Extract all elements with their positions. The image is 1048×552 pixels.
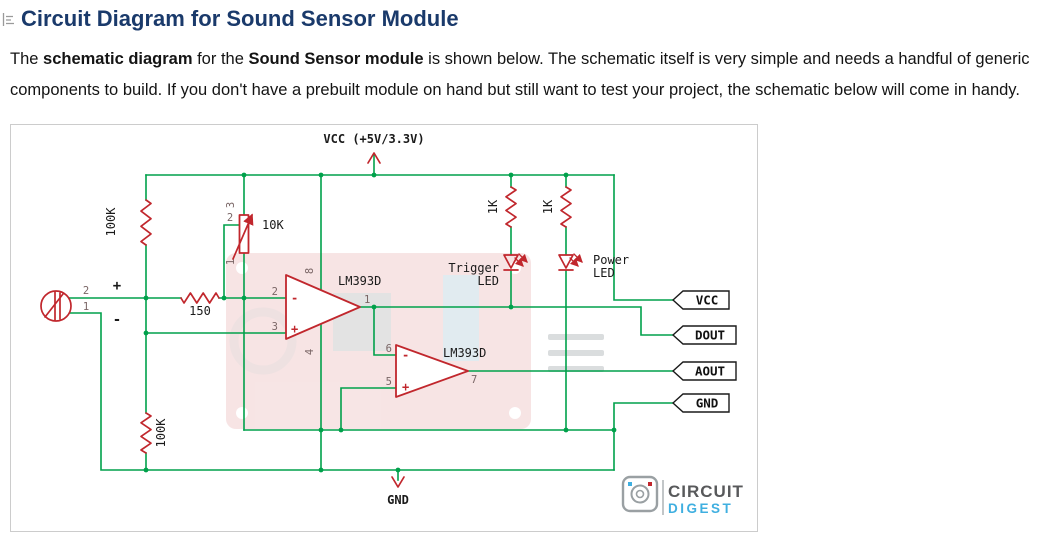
circuitdigest-logo: CIRCUIT DIGEST [621,475,744,516]
opamp2-pin5-label: 5 [386,376,392,388]
gnd-label: GND [387,493,409,507]
resistor-100k-bottom-label: 100K [154,418,168,448]
opamp1-pin4-label: 4 [304,349,316,355]
pcb-ghost-pins [548,334,604,372]
resistor-100k-top-label: 100K [104,207,118,237]
connector-aout-label: AOUT [695,364,725,379]
sound-sensor-schematic: VCC DOUT AOUT GND VCC (+5V/3.3V) GND 100… [40,132,744,516]
microphone-symbol [40,290,72,322]
resistor-150-label: 150 [189,304,211,318]
connector-gnd: GND [671,393,730,413]
connector-vcc: VCC [671,290,730,310]
opamp1-plus-sign: + [291,322,298,336]
pot-pin3-label: 3 [225,202,237,208]
chip-icon [621,475,659,513]
pot-pin1-label: 1 [225,259,237,265]
pot-pin2-label: 2 [227,212,233,224]
power-led-label-1: Power [593,253,629,267]
opamp2-pin6-label: 6 [386,343,392,355]
connector-dout: DOUT [671,325,737,345]
resistor-1k-trigger-symbol [505,186,517,228]
logo-text-circuit: CIRCUIT [668,482,744,501]
connector-dout-label: DOUT [695,328,725,343]
gnd-arrow-icon [391,476,405,488]
resistor-1k-trigger-label: 1K [486,199,500,214]
intro-seg1: The [10,50,44,68]
opamp2-pin7-label: 7 [471,374,477,386]
connector-gnd-label: GND [696,396,719,411]
trigger-led-label-1: Trigger [448,261,499,275]
opamp1-label: LM393D [338,274,381,288]
schematic-figure: VCC DOUT AOUT GND VCC (+5V/3.3V) GND 100… [10,124,758,532]
intro-bold2: Sound Sensor module [248,50,424,68]
intro-bold1: schematic diagram [43,50,193,68]
mic-minus-sign: - [113,312,121,328]
resistor-100k-bottom-symbol [140,412,152,454]
opamp1-minus-sign: - [291,291,298,305]
opamp2-plus-sign: + [402,380,409,394]
intro-seg2: for the [192,50,249,68]
opamp1-pin2-label: 2 [272,286,278,298]
opamp1-pin1-label: 1 [364,294,370,306]
opamp2-symbol [395,344,469,398]
logo-text-digest: DIGEST [668,501,733,516]
junction-dots [143,172,617,473]
intro-seg3: is shown below. The schematic itself is … [10,50,1030,99]
power-led-symbol [558,253,583,271]
opamp2-minus-sign: - [402,348,409,362]
page-title: Circuit Diagram for Sound Sensor Module [2,6,1038,32]
mic-pin1-label: 1 [83,301,89,313]
potentiometer-value-label: 10K [262,218,284,232]
resistor-1k-power-symbol [560,186,572,228]
resistor-150-symbol [180,292,220,304]
article-page: Circuit Diagram for Sound Sensor Module … [2,6,1038,532]
connector-aout: AOUT [671,361,737,381]
vcc-arrow-icon [367,152,381,164]
outline-list-icon [2,12,15,27]
opamp2-label: LM393D [443,346,486,360]
trigger-led-label-2: LED [477,274,499,288]
connector-vcc-label: VCC [696,293,719,308]
resistor-100k-top-symbol [140,199,152,246]
opamp1-pin3-label: 3 [272,321,278,333]
page-title-text: Circuit Diagram for Sound Sensor Module [21,6,459,31]
resistor-1k-power-label: 1K [541,199,555,214]
opamp1-pin8-label: 8 [304,268,316,274]
potentiometer-symbol [232,213,254,260]
opamp1-symbol [285,274,361,340]
mic-plus-sign: + [113,278,121,294]
vcc-rail-label: VCC (+5V/3.3V) [323,132,424,146]
intro-paragraph: The schematic diagram for the Sound Sens… [10,44,1038,106]
power-led-label-2: LED [593,266,615,280]
mic-pin2-label: 2 [83,285,89,297]
trigger-led-symbol [503,253,528,271]
